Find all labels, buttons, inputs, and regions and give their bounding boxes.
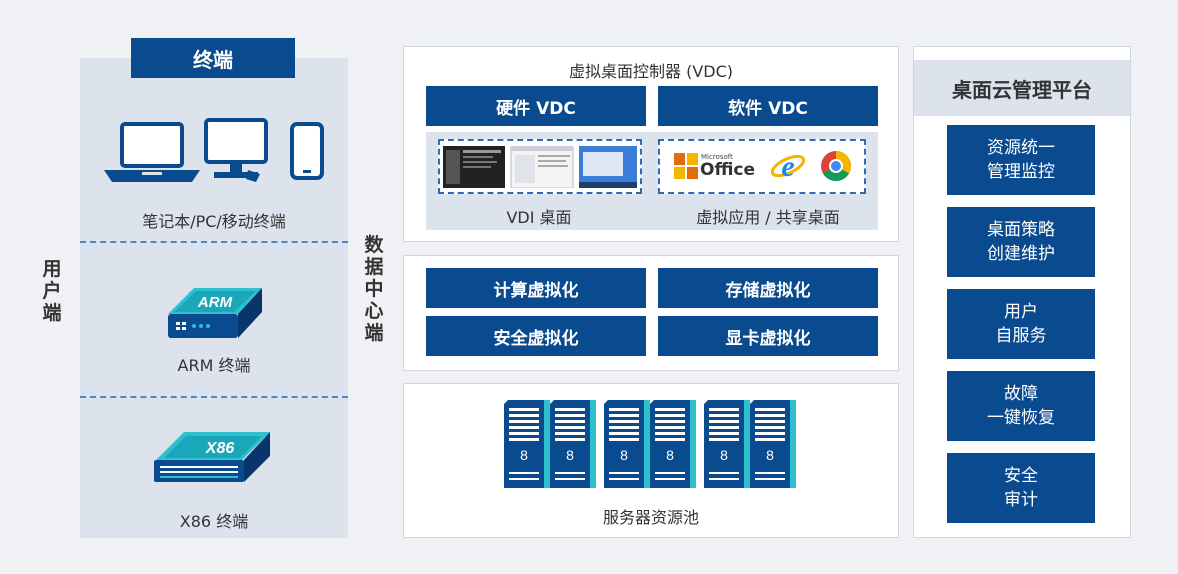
vdi-screens-icon: [443, 146, 637, 188]
gpu-virtualization: 显卡虚拟化: [658, 316, 878, 356]
user-self-service-item: 用户 自服务: [947, 289, 1095, 359]
x86-device-icon: X86: [154, 432, 270, 482]
vdi-caption: VDI 桌面: [506, 208, 572, 227]
app-caption: 虚拟应用 / 共享桌面: [696, 208, 840, 227]
desktop-pc-icon: [204, 118, 268, 182]
laptop-pc-mobile-icons: [104, 118, 324, 182]
x86-device-text: X86: [205, 440, 235, 457]
desktop-policy-item: 桌面策略 创建维护: [947, 207, 1095, 277]
arm-device-text: ARM: [197, 294, 233, 311]
user-side-label: 用 户 端: [42, 258, 62, 324]
chrome-browser-icon: [821, 151, 852, 182]
management-title: 桌面云管理平台: [914, 60, 1130, 116]
arm-device-icon: ARM: [168, 288, 262, 338]
office-logo-icon: [674, 153, 698, 179]
office-big-text: Office: [700, 160, 756, 180]
hardware-vdc: 硬件 VDC: [426, 86, 646, 126]
resource-monitoring-item: 资源统一 管理监控: [947, 125, 1095, 195]
compute-virtualization: 计算虚拟化: [426, 268, 646, 308]
datacenter-label: 数 据 中 心 端: [364, 234, 384, 344]
server-racks-icon: 8: [504, 400, 796, 488]
terminal-header: 终端: [131, 38, 295, 78]
office-small-text: Microsoft: [701, 153, 733, 161]
security-audit-item: 安全 审计: [947, 453, 1095, 523]
ie-browser-icon: e: [770, 150, 806, 183]
software-vdc: 软件 VDC: [658, 86, 878, 126]
laptop-icon: [104, 122, 200, 182]
group-divider: [80, 241, 348, 243]
storage-virtualization: 存储虚拟化: [658, 268, 878, 308]
vdc-title: 虚拟桌面控制器 (VDC): [568, 62, 733, 81]
arm-caption: ARM 终端: [177, 356, 251, 375]
laptop-pc-mobile-caption: 笔记本/PC/移动终端: [142, 212, 286, 231]
fault-recovery-item: 故障 一键恢复: [947, 371, 1095, 441]
group-divider: [80, 396, 348, 398]
x86-caption: X86 终端: [179, 512, 249, 531]
mobile-phone-icon: [290, 122, 324, 180]
server-pool-caption: 服务器资源池: [602, 508, 699, 527]
svg-text:e: e: [781, 150, 794, 183]
security-virtualization: 安全虚拟化: [426, 316, 646, 356]
